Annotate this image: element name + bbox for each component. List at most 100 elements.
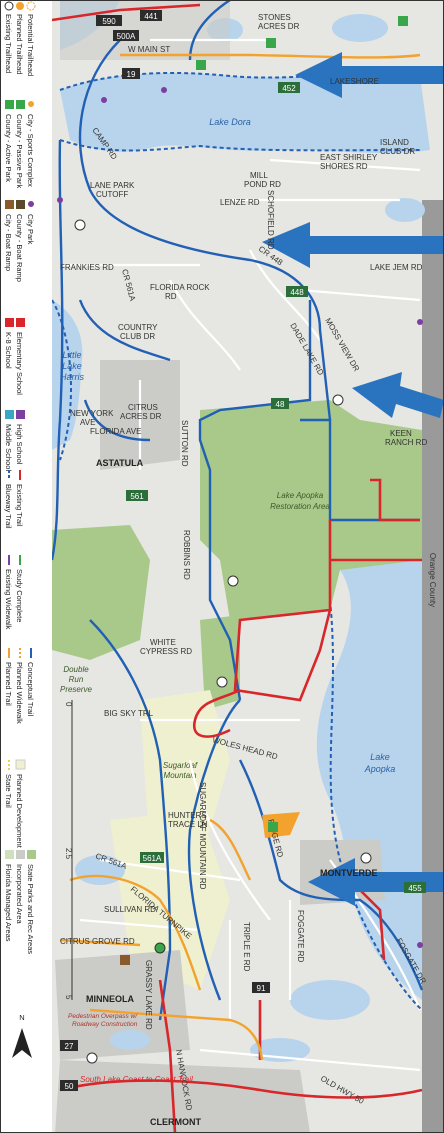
label-big-sky: BIG SKY TRL bbox=[104, 709, 154, 718]
urban-minneola bbox=[55, 950, 190, 1060]
shield-561a-label: 561A bbox=[143, 854, 162, 863]
arrow-1 bbox=[295, 52, 444, 98]
label-new-york-2: AVE bbox=[80, 418, 95, 427]
label-schofield: SCHOFIELD RD bbox=[266, 190, 275, 250]
label-citrus-acres-1: CITRUS bbox=[128, 403, 158, 412]
label-grassy-lake: GRASSY LAKE RD bbox=[144, 960, 153, 1030]
label-montverde: MONTVERDE bbox=[320, 868, 378, 878]
trailhead-marker-6 bbox=[86, 1052, 98, 1064]
legend-k8-school: K-8 School bbox=[4, 332, 13, 369]
label-triple-e: TRIPLE E RD bbox=[242, 922, 251, 972]
scale-bar: 0 2.5 5 bbox=[64, 700, 73, 1000]
label-foggate: FOGGATE RD bbox=[296, 910, 305, 963]
arrow-3 bbox=[352, 372, 444, 418]
school-marker-2 bbox=[161, 87, 167, 93]
trailhead-marker-5 bbox=[360, 852, 372, 864]
double-run-preserve bbox=[52, 525, 150, 660]
label-white-cypress-1: WHITE bbox=[150, 638, 176, 647]
label-stones-1: STONES bbox=[258, 13, 291, 22]
legend-conceptual-trail: Conceptual Trail bbox=[26, 662, 35, 717]
label-keen-2: RANCH RD bbox=[385, 438, 427, 447]
label-stones-2: ACRES DR bbox=[258, 22, 300, 31]
trailhead-marker-4 bbox=[216, 676, 228, 688]
shield-48-label: 48 bbox=[276, 400, 285, 409]
school-marker-3 bbox=[417, 319, 423, 325]
lake-small-2 bbox=[332, 14, 388, 42]
shield-448 bbox=[286, 286, 308, 297]
legend-planned-development: Planned Development bbox=[15, 774, 24, 849]
shield-441 bbox=[140, 10, 162, 21]
legend-city-park: City Park bbox=[26, 214, 35, 245]
label-east-shirley-2: SHORES RD bbox=[320, 162, 368, 171]
park-marker-4 bbox=[196, 60, 206, 70]
label-lenze: LENZE RD bbox=[220, 198, 260, 207]
label-restoration-1: Lake Apopka bbox=[277, 491, 324, 500]
label-double-run-1: Double bbox=[63, 665, 89, 674]
park-marker-1 bbox=[268, 822, 278, 832]
label-island-2: CLUB DR bbox=[380, 147, 415, 156]
shield-455 bbox=[404, 882, 426, 893]
lake-apopka-restoration-area bbox=[200, 400, 422, 620]
legend-county-passive-park: County - Passive Park bbox=[15, 114, 24, 188]
school-marker-4 bbox=[417, 942, 423, 948]
label-florida-rock-1: FLORIDA ROCK bbox=[150, 283, 210, 292]
label-lake-dora: Lake Dora bbox=[209, 117, 251, 127]
arrow-4 bbox=[308, 858, 444, 906]
shield-27-label: 27 bbox=[65, 1042, 74, 1051]
shield-452 bbox=[278, 82, 300, 93]
label-clermont: CLERMONT bbox=[150, 1117, 201, 1127]
legend-elementary-school: Elementary School bbox=[15, 332, 24, 395]
shield-455-label: 455 bbox=[408, 884, 422, 893]
label-citrus-grove: CITRUS GROVE RD bbox=[60, 937, 135, 946]
park-marker-5 bbox=[120, 955, 130, 965]
label-little-lake-harris-1: Little bbox=[62, 350, 81, 360]
label-keen-1: KEEN bbox=[390, 429, 412, 438]
lake-small-8 bbox=[110, 1030, 150, 1050]
label-double-run-3: Preserve bbox=[60, 685, 93, 694]
arrow-2 bbox=[262, 222, 444, 268]
shield-19 bbox=[122, 68, 140, 79]
legend-incorporated-area: Incorporated Area bbox=[15, 864, 24, 924]
legend-middle-school: Middle School bbox=[4, 424, 13, 471]
legend-high-school: High School bbox=[15, 424, 24, 465]
label-robbins: ROBBINS RD bbox=[182, 530, 191, 580]
shield-48 bbox=[271, 398, 289, 409]
north-label: N bbox=[19, 1013, 24, 1022]
label-lane-park-1: LANE PARK bbox=[90, 181, 135, 190]
existing-trails bbox=[51, 3, 423, 1133]
label-w-main-st: W MAIN ST bbox=[128, 45, 170, 54]
label-citrus-acres-2: ACRES DR bbox=[120, 412, 162, 421]
park-marker-3 bbox=[266, 38, 276, 48]
label-overpass-2: Roadway Construction bbox=[72, 1021, 138, 1028]
north-arrow-icon bbox=[12, 1028, 32, 1058]
shield-50-label: 50 bbox=[65, 1082, 74, 1091]
callout-arrows bbox=[262, 52, 444, 906]
shield-561 bbox=[126, 490, 148, 501]
legend-blueway-trail: Blueway Trail bbox=[4, 484, 13, 529]
shield-590-label: 590 bbox=[102, 17, 116, 26]
label-hunters-2: TRACE LN bbox=[168, 820, 208, 829]
label-white-cypress-2: CYPRESS RD bbox=[140, 647, 192, 656]
shield-91 bbox=[252, 982, 270, 993]
legend-county-boat-ramp: County - Boat Ramp bbox=[15, 214, 24, 282]
blueway-trails bbox=[51, 71, 423, 1011]
legend-florida-managed: Florida Managed Areas bbox=[4, 864, 13, 942]
legend-planned-widewalk: Planned Widewalk bbox=[15, 662, 24, 724]
scale-max: 5 bbox=[64, 995, 73, 1000]
label-double-run-2: Run bbox=[69, 675, 84, 684]
legend-county-active-park: County - Active Park bbox=[4, 114, 13, 182]
legend: Existing Trailhead Planned Trailhead Pot… bbox=[4, 1, 36, 1058]
school-marker-5 bbox=[57, 197, 63, 203]
label-sugarloaf-1: Sugarloaf bbox=[163, 761, 198, 770]
label-south-lake-trail: South Lake Coast to Coast Trail bbox=[80, 1075, 193, 1084]
urban-clermont bbox=[55, 1060, 310, 1133]
legend-panel bbox=[0, 0, 52, 1133]
trailhead-marker-7 bbox=[154, 942, 166, 954]
legend-existing-trailhead: Existing Trailhead bbox=[4, 14, 13, 73]
lake-small-3 bbox=[385, 198, 425, 222]
orange-county-strip bbox=[422, 200, 444, 1133]
label-restoration-2: Restoration Area bbox=[270, 502, 330, 511]
scale-zero: 0 bbox=[64, 702, 73, 707]
legend-state-parks: State Parks and Rec Areas bbox=[26, 864, 35, 954]
label-frankies: FRANKIES RD bbox=[60, 263, 114, 272]
